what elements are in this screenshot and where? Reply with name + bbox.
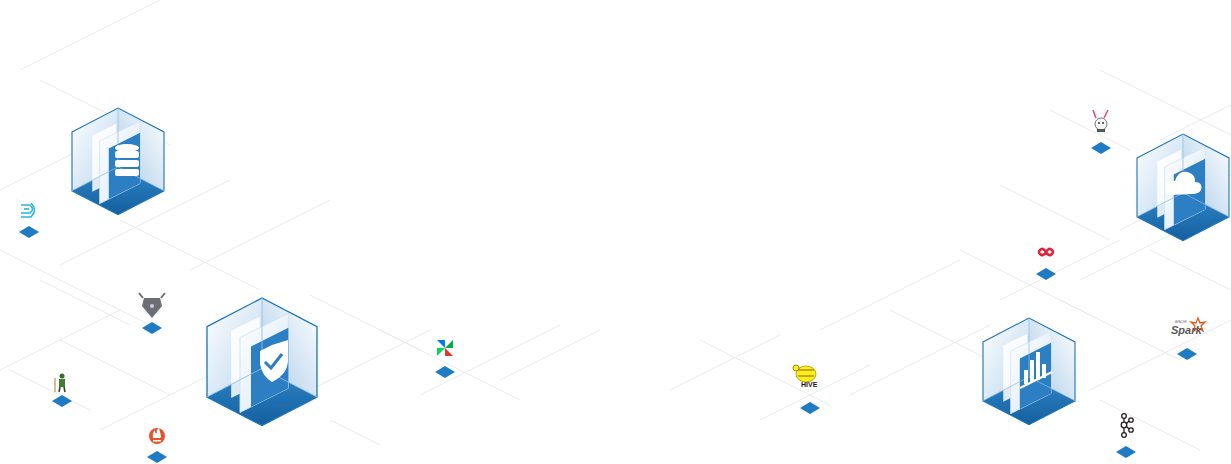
grid-lines xyxy=(0,0,1231,450)
logo-wordmark: Spark xyxy=(1171,325,1202,336)
rabbit-logo xyxy=(1093,110,1108,132)
druid-logo xyxy=(21,203,35,217)
kafka-logo xyxy=(1121,414,1133,438)
marker-diamonds xyxy=(19,142,1197,463)
vault-logo xyxy=(139,293,165,318)
logo-wordmark: HIVE xyxy=(801,381,817,388)
airflow-logo xyxy=(437,340,453,356)
infinity-logo xyxy=(1039,249,1053,255)
security-cube xyxy=(207,298,317,426)
database-cube xyxy=(72,108,164,215)
hive-logo xyxy=(793,365,816,382)
analytics-cube xyxy=(983,318,1075,425)
cloud-cube xyxy=(1137,134,1229,241)
logo-wordmark: APACHE xyxy=(1175,321,1187,324)
prometheus-logo xyxy=(149,428,165,444)
worker-logo xyxy=(55,374,65,393)
